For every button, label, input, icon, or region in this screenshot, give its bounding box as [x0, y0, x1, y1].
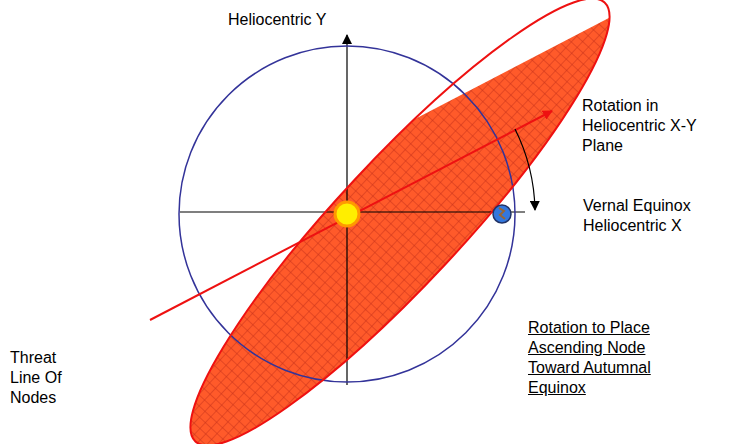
rotation-label: Rotation in Heliocentric X-Y Plane	[582, 96, 732, 156]
sun-symbol	[335, 202, 359, 226]
axis-label: Heliocentric Y	[228, 10, 388, 30]
line-of-nodes	[150, 111, 552, 320]
shaded-orbit	[150, 0, 650, 444]
note-text: Rotation to Place Ascending Node Toward …	[528, 318, 678, 398]
rotation-arc	[515, 129, 535, 210]
threat-orbit	[150, 0, 650, 444]
earth-land	[499, 208, 505, 219]
earth-orbit	[179, 46, 515, 382]
axis-label: Vernal Equinox Heliocentric X	[583, 196, 733, 236]
earth-symbol	[493, 205, 511, 223]
line-of-nodes-label: Threat Line Of Nodes	[10, 348, 90, 408]
